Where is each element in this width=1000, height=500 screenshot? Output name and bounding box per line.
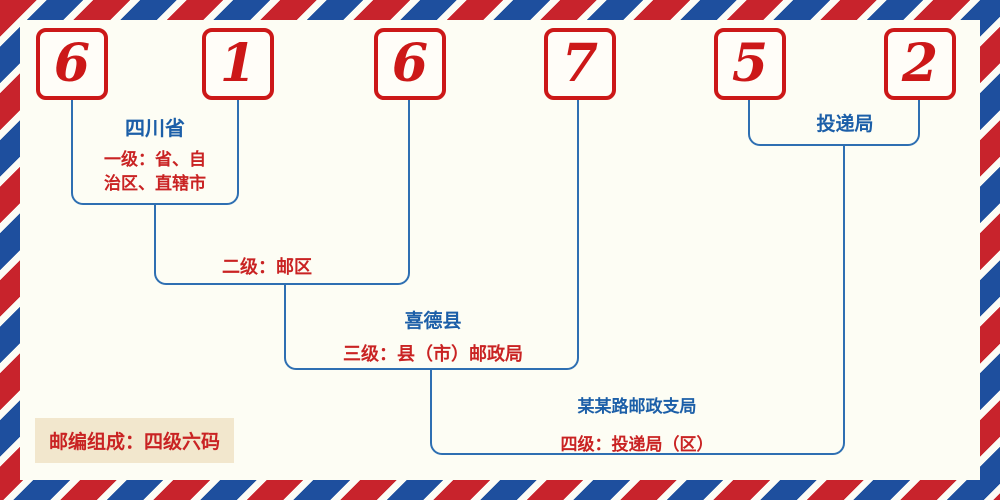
digit-1: 6 [53, 33, 91, 94]
connector-level2-right [285, 100, 410, 285]
level1-name: 四川省 [125, 118, 185, 140]
connector-level3-right [432, 100, 579, 370]
level3-name: 喜德县 [404, 311, 462, 332]
digit-box-2: 1 [202, 28, 274, 100]
connector-bracket-delivery [748, 100, 920, 146]
level4-desc: 四级：投递局（区） [560, 435, 714, 454]
level4-label-group: 某某路邮政支局 四级：投递局（区） [529, 392, 745, 455]
connector-level3-left [284, 285, 432, 370]
diagram-canvas [20, 20, 980, 480]
level3-label-group: 喜德县 三级：县（市）邮政局 [333, 306, 533, 366]
level1-desc-line2: 治区、直辖市 [104, 173, 206, 193]
connector-level4-left [430, 370, 637, 455]
level2-label-group: 二级：邮区 [222, 253, 312, 279]
connector-bracket-level1 [71, 100, 239, 205]
digit-3: 6 [391, 33, 429, 94]
level1-desc-line1: 一级：省、自 [104, 150, 206, 169]
digit-4: 7 [561, 33, 599, 94]
digit-box-3: 6 [374, 28, 446, 100]
level2-desc: 二级：邮区 [222, 257, 312, 277]
digit-box-5: 5 [714, 28, 786, 100]
digit-box-1: 6 [36, 28, 108, 100]
digit-box-4: 7 [544, 28, 616, 100]
footer-note: 邮编组成：四级六码 [35, 418, 235, 463]
level3-desc: 三级：县（市）邮政局 [343, 344, 523, 364]
level1-label-group: 四川省 一级：省、自 治区、直辖市 [70, 112, 240, 196]
delivery-office-name: 投递局 [816, 114, 874, 135]
digit-6: 2 [901, 33, 939, 94]
connector-level4-right [637, 145, 845, 455]
delivery-office-label-group: 投递局 [770, 109, 920, 136]
level4-name: 某某路邮政支局 [577, 397, 697, 416]
connector-level2-left [154, 205, 285, 285]
digit-5: 5 [731, 33, 769, 94]
digit-box-6: 2 [884, 28, 956, 100]
digit-2: 1 [219, 33, 257, 94]
